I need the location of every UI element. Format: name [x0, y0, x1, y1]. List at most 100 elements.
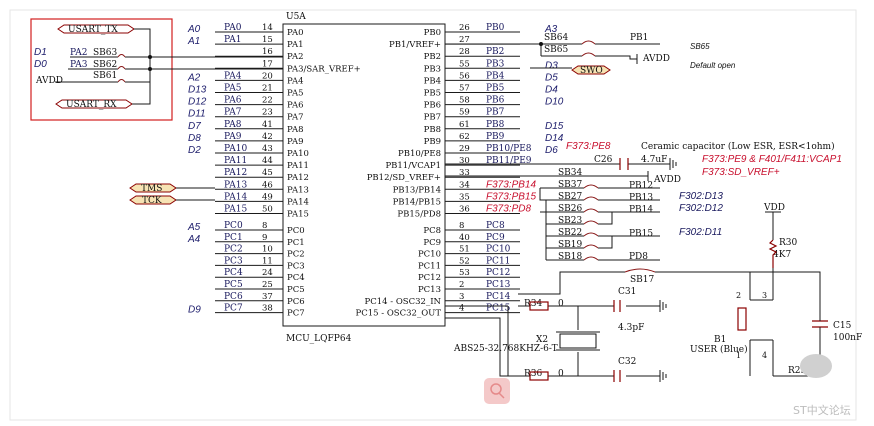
right-pin-number: 56: [459, 71, 470, 81]
right-network: SB64 SB65 PB1 AVDD SB65 Default open SWO…: [445, 33, 842, 295]
r34-label: R34: [524, 299, 543, 309]
search-watermark-glass: [490, 383, 502, 395]
tck-label: TCK: [142, 196, 162, 206]
sb65-label: SB65: [544, 45, 569, 55]
chip-ref: U5A: [286, 12, 306, 22]
left-pin-name: PC2: [287, 250, 305, 260]
left-pin-name: PA15: [287, 210, 309, 220]
left-pin-net: PA5: [224, 84, 242, 94]
right-pin-net: F373:PB15: [486, 191, 536, 202]
f302-d11: F302:D11: [679, 227, 722, 238]
right-pin-number: 55: [459, 59, 470, 69]
right-pin-number: 3: [459, 292, 464, 302]
vdd-label: VDD: [763, 203, 785, 213]
left-pin-net: PC2: [224, 245, 243, 255]
left-pin-net: PC5: [224, 280, 243, 290]
left-pin-net: PA6: [224, 96, 242, 106]
x2-symbol: [559, 333, 597, 349]
left-pin-name: PA1: [287, 40, 304, 50]
left-pin-name: PA3/SAR_VREF+: [287, 64, 361, 74]
f373-pe9-note: F373:PE9 & F401/F411:VCAP1: [702, 154, 842, 165]
tms-label: TMS: [141, 184, 162, 194]
left-pin-number: 45: [262, 168, 273, 178]
right-pin-alias: D4: [545, 85, 558, 96]
left-pin-net: PC1: [224, 233, 243, 243]
left-pin-number: 17: [262, 59, 273, 69]
right-pin-number: 29: [459, 144, 470, 154]
left-pin-name: PA12: [287, 173, 309, 183]
sb65-note2: Default open: [690, 61, 736, 70]
left-pin-number: 25: [262, 280, 273, 290]
search-watermark-handle: [498, 392, 505, 399]
f302-d13: F302:D13: [679, 191, 723, 202]
right-pin-name: PC8: [423, 226, 441, 236]
c32-label: C32: [618, 357, 636, 367]
left-pin-alias: A4: [187, 234, 201, 245]
left-pin-number: 21: [262, 84, 273, 94]
left-pin-net: PA1: [224, 35, 241, 45]
right-pin-number: 36: [459, 205, 470, 215]
right-pin-name: PB10/PE8: [398, 149, 441, 159]
pb13-net: PB13: [629, 193, 653, 203]
right-pin-net: PB6: [486, 96, 505, 106]
left-pin-number: 10: [262, 245, 273, 255]
left-pin-net: PC3: [224, 256, 243, 266]
right-pin-net: PB4: [486, 71, 505, 81]
right-pin-name: PC15 - OSC32_OUT: [356, 309, 442, 319]
right-pin-number: 35: [459, 192, 470, 202]
left-pin-net: PA11: [224, 156, 247, 166]
swd-wires: [176, 187, 215, 201]
right-pin-net: PB10/PE8: [486, 144, 532, 154]
right-pin-number: 28: [459, 47, 470, 57]
c15-value: 100nF: [833, 333, 862, 343]
watermark: ST中文论坛: [484, 354, 851, 417]
left-pin-net: PC0: [224, 221, 243, 231]
sb27-label: SB27: [558, 192, 583, 202]
right-pin-number: 40: [459, 233, 470, 243]
left-pin-number: 50: [262, 205, 273, 215]
pb12-net: PB12: [629, 181, 653, 191]
right-pin-alias: D5: [545, 72, 558, 83]
left-pin-number: 42: [262, 132, 273, 142]
usart-solder-bridges: [117, 54, 126, 83]
right-pin-net: F373:PD8: [486, 204, 531, 215]
right-pin-net: PC8: [486, 221, 505, 231]
sb17-bridge: [624, 268, 656, 273]
right-pin-alias: D3: [545, 60, 558, 71]
left-pin-name: PA0: [287, 28, 304, 38]
sb-bank-wires: [539, 187, 660, 261]
right-pin-name: PB13/PB14: [393, 185, 441, 195]
right-pin-name: PB0: [424, 28, 441, 38]
right-pin-net: PB0: [486, 23, 505, 33]
usart-wires: [62, 28, 283, 105]
left-pin-name: PC1: [287, 238, 305, 248]
right-pin-alias: D6: [545, 145, 558, 156]
left-pin-number: 41: [262, 120, 273, 130]
left-pin-net: PC7: [224, 304, 243, 314]
left-pin-name: PA8: [287, 125, 304, 135]
avdd-1: AVDD: [642, 54, 670, 64]
left-pin-net: PA7: [224, 108, 242, 118]
left-pin-net: PA10: [224, 144, 247, 154]
right-pin-name: PC10: [418, 250, 441, 260]
usart-net-pa2: PA2: [70, 48, 87, 58]
left-pin-alias: A5: [187, 222, 201, 233]
right-pin-net: PB7: [486, 108, 505, 118]
usart-section: USART_TX USART_RX D1 PA2 SB63 D0 PA3 SB6…: [34, 24, 283, 110]
